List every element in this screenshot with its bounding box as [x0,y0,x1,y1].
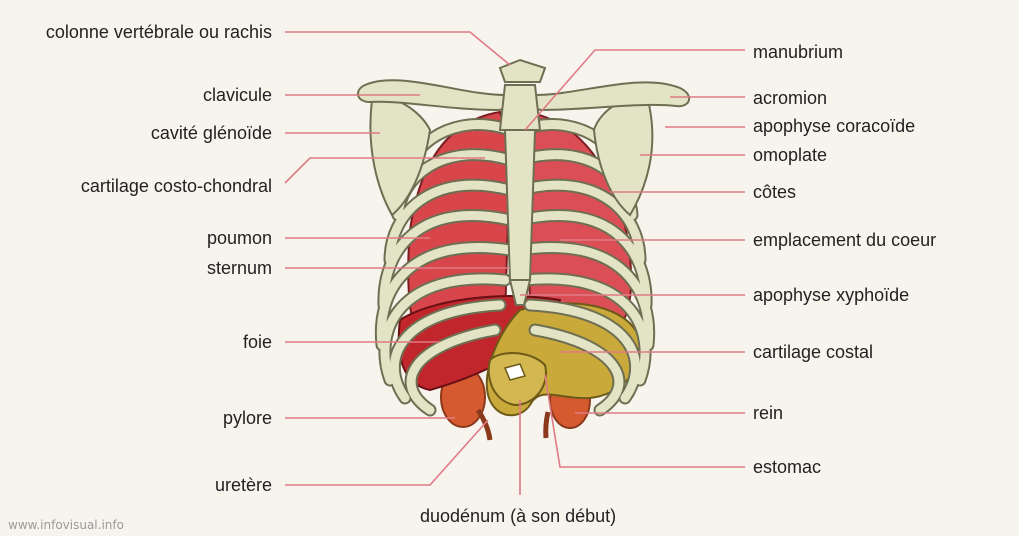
label-heart-location: emplacement du coeur [753,230,936,250]
label-scapula: omoplate [753,145,827,165]
label-costochondral-cartilage: cartilage costo-chondral [81,176,272,196]
label-xiphoid-process: apophyse xyphoïde [753,285,909,305]
label-spine: colonne vertébrale ou rachis [46,22,272,42]
label-glenoid-cavity: cavité glénoïde [151,123,272,143]
label-coracoid-process: apophyse coracoïde [753,116,915,136]
right-ureter [546,412,548,438]
label-lung: poumon [207,228,272,248]
right-clavicle [533,82,689,110]
label-liver: foie [243,332,272,352]
label-ureter: uretère [215,475,272,495]
label-acromion: acromion [753,88,827,108]
label-duodenum: duodénum (à son début) [420,506,616,526]
label-pylorus: pylore [223,408,272,428]
label-clavicle: clavicule [203,85,272,105]
label-stomach: estomac [753,457,821,477]
manubrium [500,85,540,130]
credit-watermark: www.infovisual.info [8,518,124,532]
label-kidney: rein [753,403,783,423]
label-manubrium: manubrium [753,42,843,62]
sternum [505,130,535,280]
label-costal-cartilage: cartilage costal [753,342,873,362]
label-sternum: sternum [207,258,272,278]
label-ribs: côtes [753,182,796,202]
